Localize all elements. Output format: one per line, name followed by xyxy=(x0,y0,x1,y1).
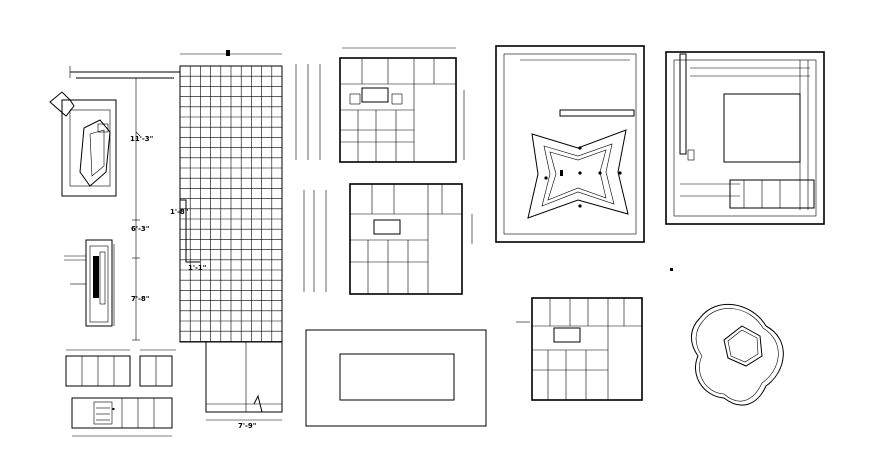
base-cabinets-elevation-top xyxy=(65,349,176,387)
dim-upper-height: 11'-3" xyxy=(130,135,153,143)
dim-mid-height: 6'-3" xyxy=(131,225,149,233)
dim-bottom-width: 7'-9" xyxy=(238,422,256,430)
kitchen-elevation-3 xyxy=(516,297,643,401)
bedroom-plan xyxy=(665,51,825,225)
room-false-ceiling-plan xyxy=(495,45,645,243)
kitchen-elevation-2 xyxy=(303,183,473,295)
dim-step-b: 1'-1" xyxy=(188,264,206,272)
organic-rug-shape xyxy=(691,303,784,406)
counter-table-plan xyxy=(305,329,487,427)
svg-text:▪: ▪ xyxy=(112,406,115,411)
marker-dot xyxy=(670,268,673,271)
tall-unit-elevation xyxy=(64,239,115,327)
base-cabinets-elevation-bottom: ▪ xyxy=(71,397,173,437)
floor-tile-grid xyxy=(180,66,282,342)
dim-step-a: 1'-8" xyxy=(170,208,188,216)
kitchen-elevation-1 xyxy=(295,47,465,163)
tiled-corridor-plan: 1'-8" 1'-1" 7'-9" xyxy=(170,50,283,430)
dim-lower-height: 7'-8" xyxy=(131,295,149,303)
left-partial-plan: 11'-3" 6'-3" 7'-8" xyxy=(49,66,181,437)
armchair-block xyxy=(49,91,117,197)
